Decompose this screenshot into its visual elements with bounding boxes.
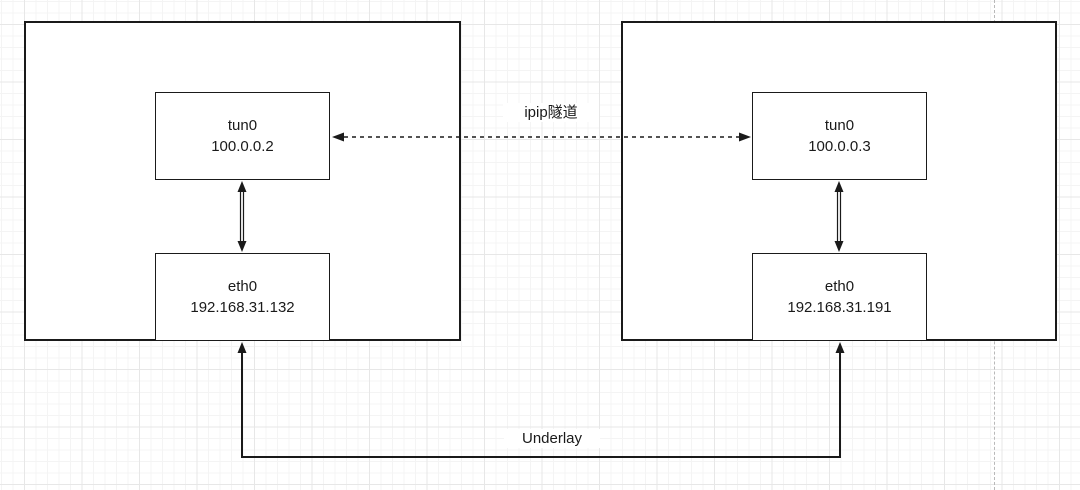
right-tun0-name: tun0: [824, 117, 855, 134]
underlay-label: Underlay: [504, 429, 600, 448]
left-eth0-ip: 192.168.31.132: [190, 299, 295, 316]
ipip-tunnel-label: ipip隧道: [503, 103, 599, 122]
left-tun0-box: tun0 100.0.0.2: [155, 92, 330, 180]
left-tun0-name: tun0: [227, 117, 258, 134]
right-tun0-box: tun0 100.0.0.3: [752, 92, 927, 180]
right-eth0-box: eth0 192.168.31.191: [752, 253, 927, 341]
right-tun0-ip: 100.0.0.3: [808, 138, 871, 155]
left-eth0-box: eth0 192.168.31.132: [155, 253, 330, 341]
left-tun0-ip: 100.0.0.2: [211, 138, 274, 155]
left-eth0-name: eth0: [227, 278, 258, 295]
right-eth0-ip: 192.168.31.191: [787, 299, 892, 316]
right-eth0-name: eth0: [824, 278, 855, 295]
